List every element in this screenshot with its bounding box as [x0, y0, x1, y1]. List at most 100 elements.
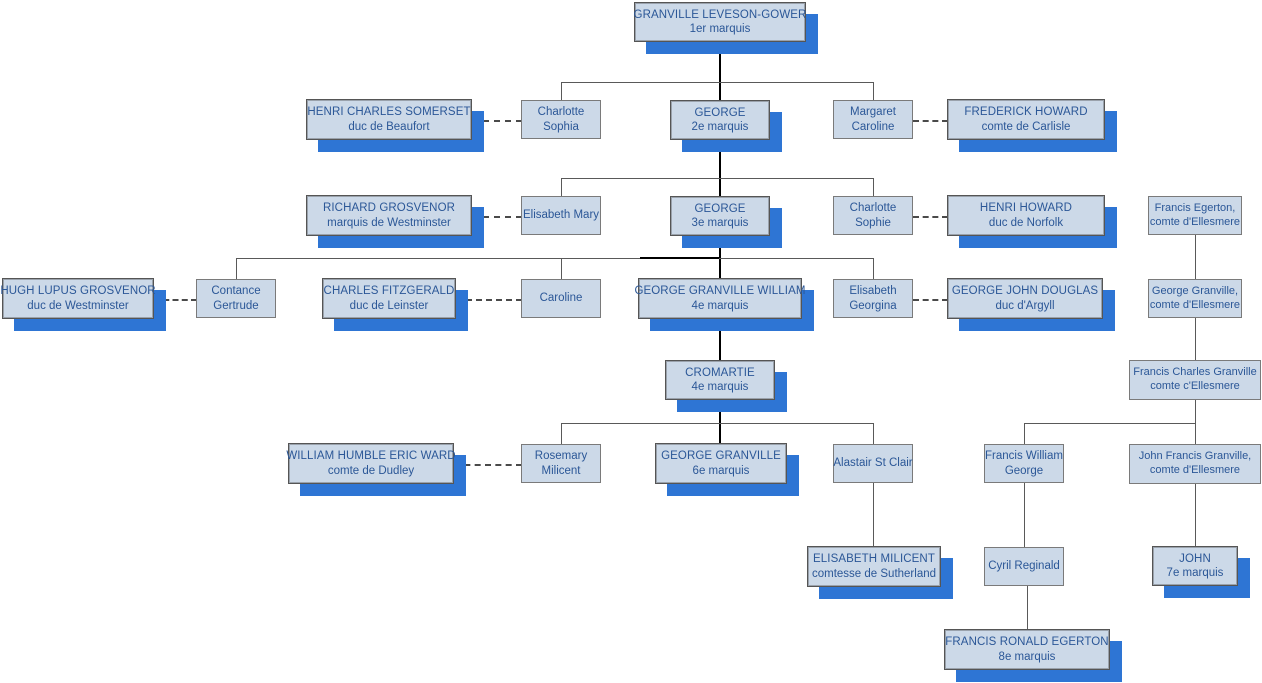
person-name: HENRI HOWARD	[979, 202, 1073, 215]
marriage-link-margaret-frederick	[913, 120, 948, 122]
person-title: comte de Dudley	[327, 464, 415, 477]
marriage-link-william-rosemary	[454, 464, 522, 466]
person-node-n16[interactable]: Caroline	[521, 279, 601, 318]
person-name: FRANCIS RONALD EGERTON	[945, 636, 1109, 649]
person-title: comte d'Ellesmere	[1149, 464, 1241, 476]
marriage-link-charles-caroline	[456, 299, 522, 301]
connector-gen4-contance	[236, 258, 237, 279]
connector-gen2-bar	[561, 82, 873, 83]
person-title: comte d'Ellesmere	[1149, 298, 1241, 311]
marriage-link-richard-elisabeth	[472, 216, 522, 218]
person-title: duc d'Argyll	[995, 299, 1055, 312]
person-title: 7e marquis	[1166, 567, 1224, 579]
marriage-link-charlotte-henri	[913, 216, 948, 218]
person-name: CHARLES FITZGERALD	[323, 285, 455, 298]
connector-george-granville-stem	[1195, 318, 1196, 360]
person-name: GEORGE GRANVILLE WILLIAM	[634, 285, 806, 298]
person-title: 6e marquis	[692, 464, 750, 477]
connector-cyril-francis-ronald	[1027, 586, 1028, 629]
person-node-n1[interactable]: GRANVILLE LEVESON-GOWER 1er marquis	[634, 2, 806, 42]
connector-gen1-stem	[719, 42, 721, 100]
person-name: Contance	[211, 285, 261, 298]
connector-gen2-stem	[719, 140, 721, 196]
person-node-n12[interactable]: Francis Egerton,comte d'Ellesmere	[1148, 196, 1242, 235]
person-title: duc de Leinster	[349, 299, 429, 312]
person-name: GEORGE GRANVILLE	[661, 450, 781, 463]
marriage-link-hugh-contance	[154, 299, 197, 301]
person-name: Alastair St Clair	[833, 457, 913, 470]
connector-gen4-bar-mid	[640, 257, 720, 259]
person-title: comte d'Ellesmere	[1149, 215, 1241, 228]
connector-gen3-elisabeth	[561, 178, 562, 196]
connector-gen4-elisabeth-georgina	[873, 258, 874, 279]
person-title: comte c'Ellesmere	[1150, 380, 1240, 392]
person-title: Sophie	[855, 216, 891, 229]
person-title: 3e marquis	[691, 217, 749, 229]
person-node-n28[interactable]: John Francis Granville,comte d'Ellesmere	[1129, 444, 1261, 484]
person-title: duc de Norfolk	[988, 216, 1064, 229]
person-name: JOHN	[1179, 552, 1211, 565]
person-title: 1er marquis	[689, 23, 751, 35]
person-title: comte de Carlisle	[981, 120, 1071, 133]
connector-gen2-margaret	[873, 82, 874, 100]
person-name: George Granville,	[1151, 284, 1239, 297]
person-title: marquis de Westminster	[327, 216, 451, 229]
person-name: Caroline	[539, 292, 583, 305]
connector-gen3-stem	[719, 236, 721, 279]
person-node-n8[interactable]: Elisabeth Mary	[521, 196, 601, 235]
person-name: GEORGE	[694, 106, 746, 119]
person-title: 4e marquis	[691, 381, 749, 393]
person-name: ELISABETH MILICENT	[813, 553, 935, 566]
person-name: Elisabeth Mary	[522, 209, 600, 222]
person-node-n21[interactable]: CROMARTIE 4e marquis	[665, 360, 775, 400]
person-name: Francis Charles Granville	[1133, 366, 1257, 379]
person-name: Margaret	[849, 106, 897, 119]
person-name: John Francis Granville,	[1138, 450, 1252, 463]
person-title: George	[1004, 464, 1044, 477]
person-title: 4e marquis	[691, 299, 749, 312]
person-title: duc de Beaufort	[348, 120, 430, 133]
person-name: CROMARTIE	[685, 366, 755, 379]
person-title: duc de Westminster	[27, 299, 129, 312]
connector-gen3-bar	[561, 178, 873, 179]
connector-john-francis-john	[1195, 484, 1196, 546]
person-node-n26[interactable]: Alastair St Clair	[833, 444, 913, 483]
connector-cromartie-stem	[719, 400, 721, 443]
connector-francis-egerton-stem	[1195, 235, 1196, 279]
connector-gen6-alastair	[873, 423, 874, 444]
marriage-link-elisabeth-george	[913, 299, 948, 301]
connector-gen3-charlotte	[873, 178, 874, 196]
person-node-n31[interactable]: JOHN 7e marquis	[1152, 546, 1238, 586]
connector-francis-william-drop	[1024, 423, 1025, 444]
person-name: GRANVILLE LEVESON-GOWER	[633, 8, 807, 21]
person-title: Caroline	[851, 120, 895, 133]
connector-alastair-elisabeth	[873, 483, 874, 546]
person-node-n30[interactable]: Cyril Reginald	[984, 547, 1064, 586]
connector-gen6-rosemary	[561, 423, 562, 444]
person-node-n20[interactable]: George Granville,comte d'Ellesmere	[1148, 279, 1242, 318]
person-name: Francis Egerton,	[1154, 201, 1236, 214]
person-title: comtesse de Sutherland	[811, 567, 937, 580]
